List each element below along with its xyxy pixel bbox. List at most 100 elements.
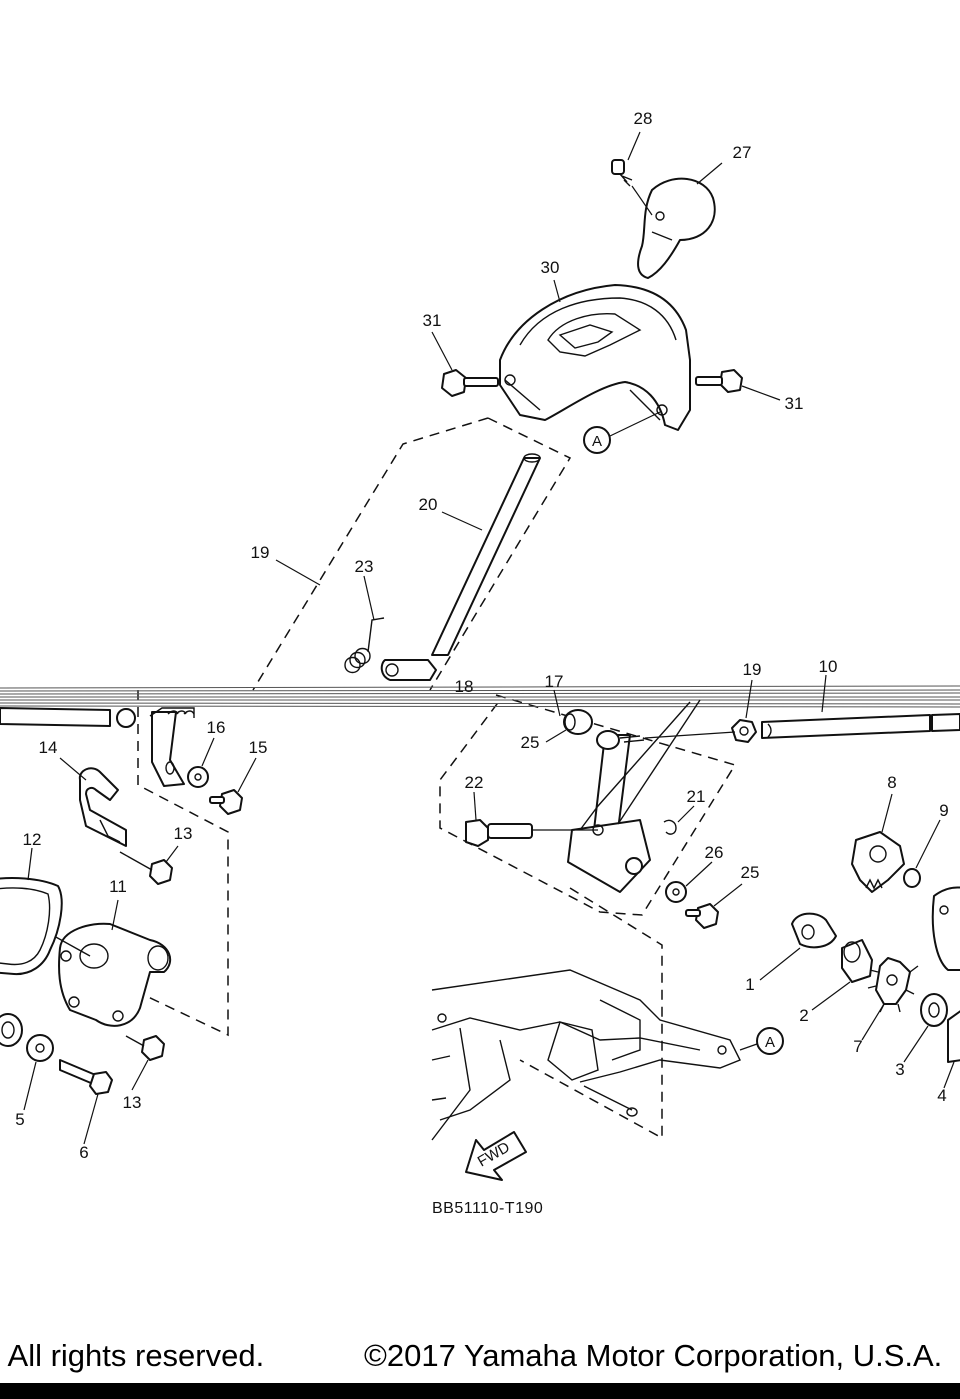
shift-cam-8[interactable] [851, 831, 905, 893]
label-11: 11 [109, 877, 127, 896]
link-arm-17[interactable] [593, 730, 736, 831]
label-30: 30 [541, 258, 560, 277]
frame-outline [519, 887, 663, 1140]
cam-stopper-1[interactable] [791, 912, 837, 949]
lower-bracket-outline-right [439, 694, 737, 916]
shift-knob[interactable] [637, 177, 716, 279]
leader-12 [27, 847, 33, 881]
bolt-6[interactable] [59, 1059, 113, 1095]
leader-17 [553, 689, 561, 717]
leader-31-right [741, 385, 781, 401]
lower-bracket-outline-left [59, 690, 229, 1037]
leader-6 [83, 1093, 99, 1145]
leader-14 [59, 757, 87, 781]
leader-7 [861, 1003, 885, 1041]
label-8: 8 [887, 773, 896, 792]
leader-3 [903, 1025, 929, 1063]
washer-3[interactable] [920, 993, 948, 1027]
leader-10 [821, 674, 827, 713]
label-16: 16 [207, 718, 226, 737]
leader-5 [23, 1061, 37, 1111]
label-4: 4 [937, 1086, 946, 1105]
label-7: 7 [853, 1037, 862, 1056]
label-3: 3 [895, 1060, 904, 1079]
knob-screw[interactable] [611, 159, 633, 187]
washer-27[interactable] [665, 881, 687, 903]
shift-bracket-18[interactable] [567, 699, 701, 893]
label-13-lower: 13 [123, 1093, 142, 1112]
leader-11 [111, 899, 119, 931]
label-10: 10 [819, 657, 838, 676]
leader-13-lower [131, 1059, 149, 1091]
bolt-15[interactable] [209, 789, 243, 815]
leader-15 [237, 757, 257, 793]
exploded-parts-diagram: 28 27 30 31 31 20 19 23 17 18 19 10 25 1… [0, 109, 960, 1181]
circlip-22[interactable] [663, 819, 677, 835]
footer-rights-text: . All rights reserved. [0, 1338, 265, 1373]
label-26: 25 [741, 863, 760, 882]
gear-7[interactable] [867, 957, 919, 1013]
leader-1 [759, 947, 801, 981]
label-31-right: 31 [785, 394, 804, 413]
knob-screw-axis [631, 185, 653, 216]
frame-assembly [431, 969, 741, 1141]
label-1: 1 [745, 975, 754, 994]
oil-seal-left[interactable] [0, 1013, 23, 1047]
label-14: 14 [39, 738, 58, 757]
shift-rod[interactable] [761, 713, 960, 739]
label-22: 21 [687, 787, 706, 806]
label-28: 27 [733, 143, 752, 162]
washer-16[interactable] [187, 766, 209, 788]
label-ref-a-lower: A [765, 1034, 775, 1051]
label-15: 15 [249, 738, 268, 757]
label-17: 17 [545, 672, 564, 691]
leader-27 [685, 861, 713, 887]
leader-30 [553, 279, 561, 303]
leader-24 [363, 575, 375, 621]
return-spring[interactable] [344, 617, 385, 674]
bracket-bolt-26[interactable] [685, 903, 719, 929]
leader-22 [677, 805, 695, 823]
shift-lever[interactable] [380, 453, 541, 681]
lower-lever-plate[interactable] [149, 707, 195, 787]
leader-16 [201, 737, 215, 767]
o-ring-9[interactable] [903, 868, 921, 888]
leader-2 [811, 981, 851, 1011]
label-29: 28 [634, 109, 653, 128]
link-bushing-25[interactable] [563, 709, 593, 735]
reference-a-top [583, 411, 661, 454]
gasket-12[interactable] [0, 877, 63, 976]
leader-28 [696, 162, 723, 185]
label-25: 25 [521, 733, 540, 752]
label-2: 2 [799, 1006, 808, 1025]
label-ref-a-top: A [592, 433, 602, 450]
bottom-black-strip [0, 1383, 960, 1399]
part-4[interactable] [947, 1010, 960, 1063]
leader-21 [441, 511, 483, 531]
label-9: 9 [939, 801, 948, 820]
housing-right[interactable] [931, 886, 960, 971]
label-19: 19 [743, 660, 762, 679]
label-18: 18 [455, 677, 474, 696]
washer-5[interactable] [26, 1034, 54, 1062]
bolt-13-lower[interactable] [125, 1035, 165, 1061]
pivot-bolt[interactable] [465, 819, 598, 847]
fwd-arrow [465, 1131, 527, 1181]
shaft-2[interactable] [841, 939, 873, 983]
label-20: 19 [251, 543, 270, 562]
callout-labels: 28 27 30 31 31 20 19 23 17 18 19 10 25 1… [15, 109, 948, 1170]
rod-nut[interactable] [731, 719, 757, 743]
bolt-13-upper[interactable] [119, 851, 173, 885]
shift-guide-cover[interactable] [499, 284, 691, 431]
rod-left-end[interactable] [0, 707, 136, 728]
cover-bolt-right[interactable] [695, 369, 743, 393]
label-31-left: 31 [423, 311, 442, 330]
cover-bolt-left[interactable] [441, 369, 499, 397]
leader-13-upper [165, 845, 179, 863]
label-5: 5 [15, 1110, 24, 1129]
leader-19 [745, 679, 753, 719]
reference-a-lower [739, 1027, 784, 1055]
leader-4 [943, 1061, 955, 1089]
cable-clamp-14[interactable] [78, 767, 127, 847]
